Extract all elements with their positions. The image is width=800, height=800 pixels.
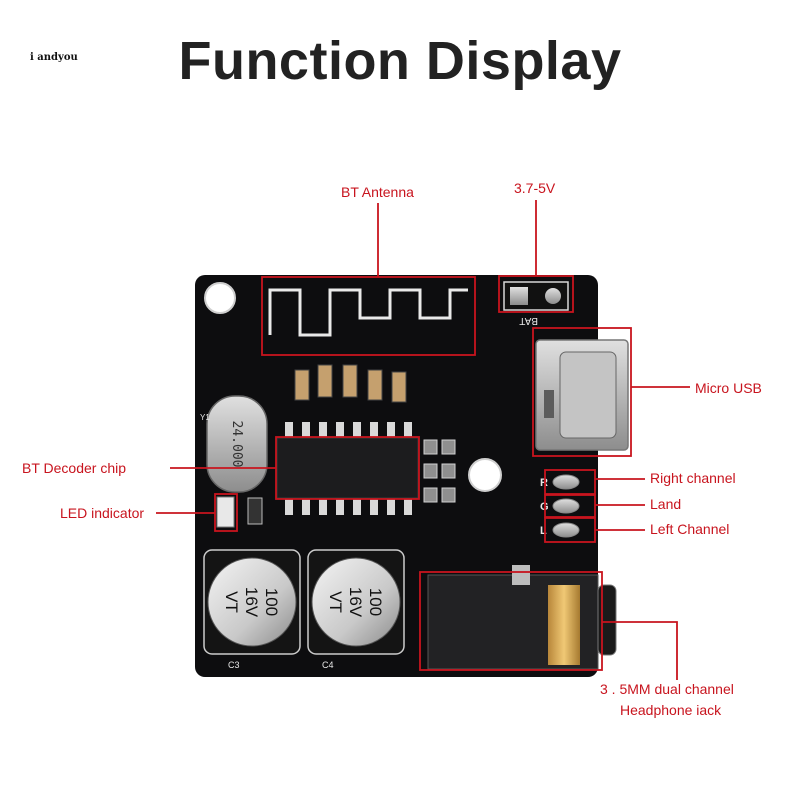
watermark: i andyou <box>30 52 78 63</box>
cap2-voltage: 16V <box>346 587 365 618</box>
antenna-outline <box>261 276 476 356</box>
page-title: Function Display <box>178 31 622 91</box>
resistor-array <box>423 439 456 503</box>
cap2-series: VT <box>326 591 345 613</box>
cap1-series: VT <box>222 591 241 613</box>
usb-outline <box>532 327 632 457</box>
label-jack-line2: Headphone iack <box>620 702 722 718</box>
led <box>216 496 263 528</box>
cap2-value: 100 <box>366 588 385 616</box>
cap1-value: 100 <box>262 588 281 616</box>
label-led-indicator: LED indicator <box>60 505 145 521</box>
crystal-oscillator: 24.000 Y1 <box>200 395 268 493</box>
capacitor-c3: 100 16V VT C3 <box>203 549 301 670</box>
antenna-trace <box>268 288 468 337</box>
cap1-voltage: 16V <box>242 587 261 618</box>
bat-silk: BAT <box>519 315 538 326</box>
label-jack-line1: 3 . 5MM dual channel <box>600 681 734 697</box>
land-pad-outline <box>544 494 596 518</box>
rgl-pads <box>552 474 580 538</box>
label-bt-decoder-chip: BT Decoder chip <box>22 460 127 476</box>
label-land: Land <box>650 496 682 512</box>
r-silk: R <box>540 477 548 489</box>
label-bt-antenna: BT Antenna <box>341 184 414 200</box>
jack-outline <box>419 571 603 671</box>
capacitor-c4: 100 16V VT C4 <box>307 549 405 670</box>
crystal-label: 24.000 <box>229 421 244 468</box>
mounting-hole <box>204 282 236 314</box>
label-voltage: 3.7-5V <box>514 180 556 196</box>
smd-components <box>294 364 407 403</box>
micro-usb-connector <box>535 339 629 451</box>
label-left-channel: Left Channel <box>650 521 730 537</box>
l-silk: L <box>540 525 547 537</box>
right-pad-outline <box>544 469 596 495</box>
c3-silk: C3 <box>228 660 240 670</box>
label-micro-usb: Micro USB <box>695 380 762 396</box>
c4-silk: C4 <box>322 660 334 670</box>
label-right-channel: Right channel <box>650 470 736 486</box>
headphone-jack <box>427 565 617 670</box>
y1-silk: Y1 <box>200 413 210 422</box>
bt-decoder-chip <box>276 422 419 515</box>
center-hole <box>468 458 502 492</box>
